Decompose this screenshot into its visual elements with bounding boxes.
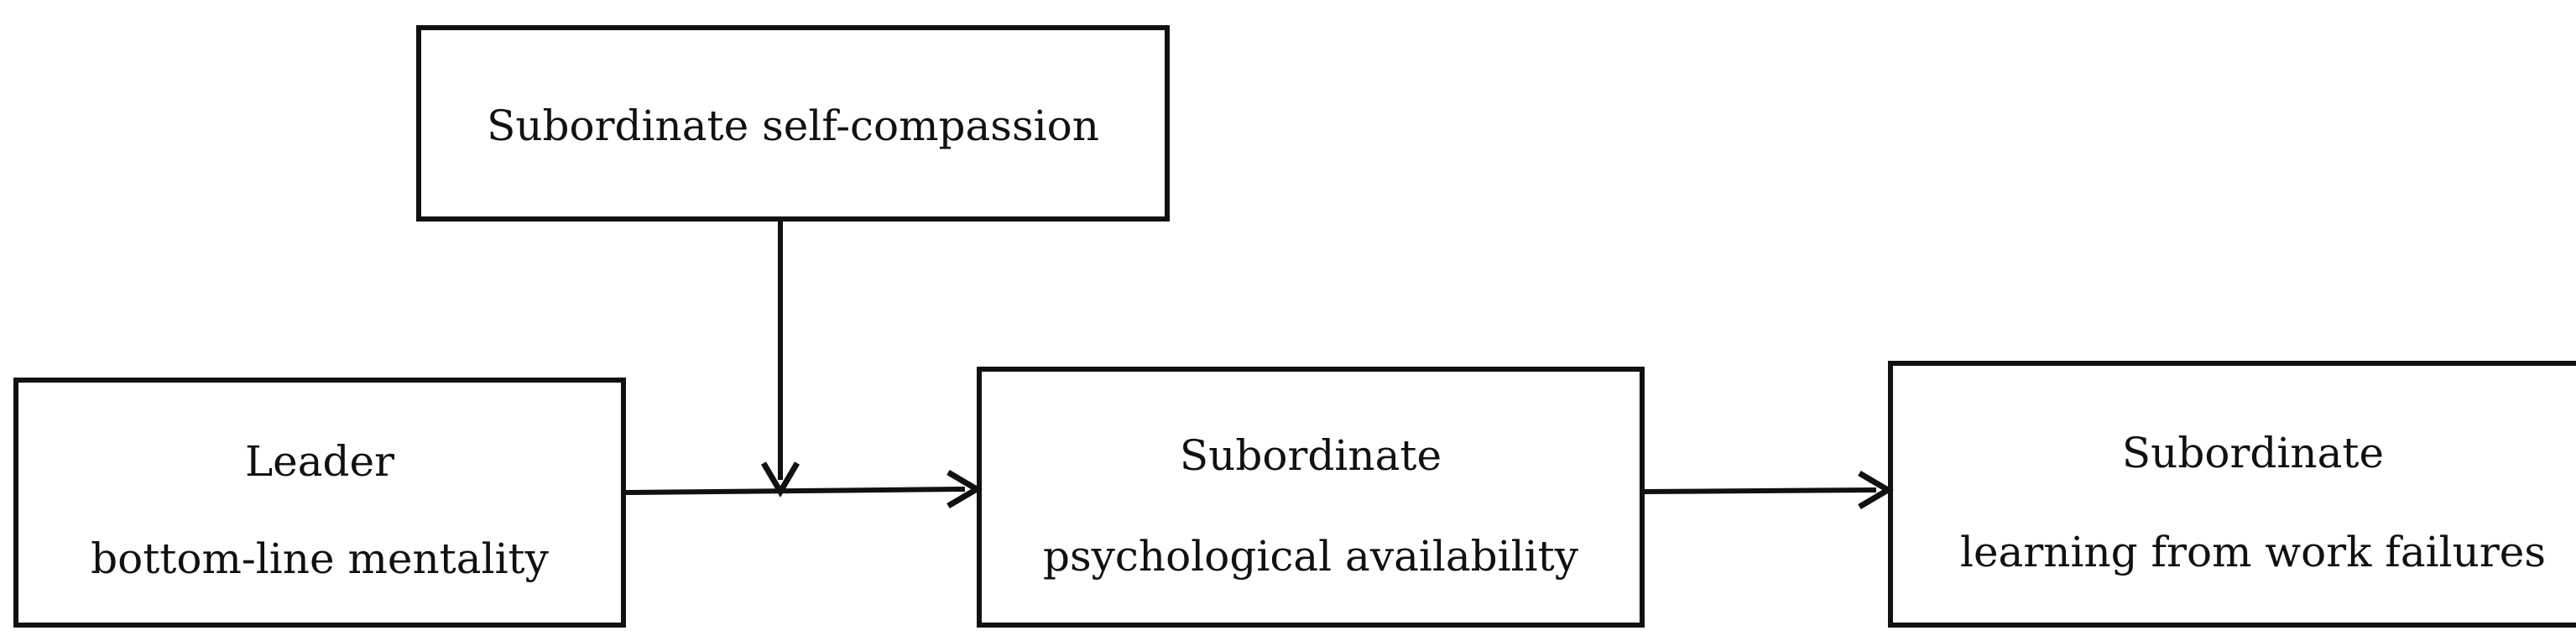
moderator-label: Subordinate self-compassion <box>487 102 1099 150</box>
arrow-predictor-to-mediator <box>625 487 966 495</box>
moderator-box-self-compassion: Subordinate self-compassion <box>416 25 1170 221</box>
arrowhead-predictor-to-mediator <box>946 469 983 509</box>
mediator-label-line-1: Subordinate <box>1179 431 1442 480</box>
outcome-label-line-1: Subordinate <box>2121 429 2385 477</box>
predictor-label-line-2: bottom-line mentality <box>91 534 549 583</box>
predictor-box-leader-bottom-line-mentality: Leader bottom-line mentality <box>13 378 626 628</box>
outcome-box-learning-from-work-failures: Subordinate learning from work failures <box>1888 361 2576 628</box>
mediator-label-line-2: psychological availability <box>1043 532 1578 581</box>
mediator-box-psychological-availability: Subordinate psychological availability <box>977 367 1645 628</box>
arrowhead-mediator-to-outcome <box>1858 470 1894 510</box>
outcome-label-line-2: learning from work failures <box>1959 528 2547 576</box>
arrowhead-moderator-to-path <box>760 461 800 498</box>
arrow-mediator-to-outcome <box>1644 487 1877 494</box>
predictor-label-line-1: Leader <box>244 437 395 486</box>
